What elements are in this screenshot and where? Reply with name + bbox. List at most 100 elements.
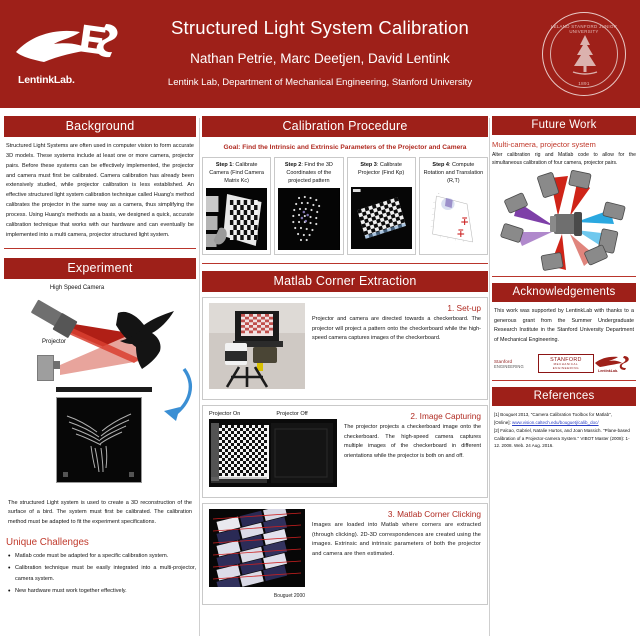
list-item: Matlab code must be adapted for a specif… [7, 550, 196, 563]
left-column: Background Structured Light Systems are … [4, 116, 196, 598]
projector-on-label: Projector On [209, 410, 241, 417]
experiment-diagram: High Speed Camera Projector [4, 282, 196, 421]
background-section: Background Structured Light Systems are … [4, 116, 196, 241]
reference-url-link[interactable]: www.vision.caltech.edu/bouguetj/calib_do… [512, 419, 599, 425]
corner-clicking-image [209, 504, 305, 593]
background-text: Structured Light Systems are often used … [6, 143, 194, 238]
author-list: Nathan Petrie, Marc Deetjen, David Lenti… [190, 50, 450, 66]
camera-label: High Speed Camera [49, 284, 105, 291]
corner-item-1-text: Projector and camera are directed toward… [312, 315, 481, 342]
experiment-section: Experiment High Speed Camera Projector [4, 257, 196, 598]
floor-bar [56, 386, 152, 392]
corner-item-2-heading: 2. Image Capturing [410, 410, 481, 421]
projector-icon [37, 354, 54, 381]
sponsor-logos: Stanford ENGINEERING STANFORD MECHANICAL… [494, 352, 634, 376]
step-4-card: Step 4: Compute Rotation and Translation… [418, 157, 488, 255]
point-cloud-render [278, 187, 340, 250]
tree-icon [572, 35, 598, 75]
lentinklab-logo: LentinkLab. [14, 22, 132, 88]
acknowledgements-text: This work was supported by LentinkLab wi… [494, 307, 634, 343]
step-1-image [206, 187, 268, 250]
camera-pose-plot: z [422, 187, 484, 250]
step-1-card: Step 1: Calibrate Camera (Find Camera Ma… [202, 157, 272, 255]
calibration-procedure-section: Calibration Procedure Goal: Find the Int… [202, 116, 488, 255]
seal-top-text: LELAND STANFORD JUNIOR UNIVERSITY [550, 24, 618, 34]
experiment-caption: The structured Light system is used to c… [8, 499, 192, 526]
references-section: References [1] Bouguet 2013, "Camera Cal… [492, 386, 636, 449]
multi-camera-rig-diagram [492, 169, 636, 274]
future-work-section: Future Work Multi-camera, projector syst… [492, 116, 636, 274]
divider [4, 247, 196, 249]
step-3-image [350, 187, 412, 249]
corner-extraction-section-title: Matlab Corner Extraction [202, 270, 488, 292]
reference-item-1: [1] Bouguet 2013, "Camera Calibration To… [494, 411, 612, 417]
step-2-image [278, 187, 340, 250]
setup-photo-image [209, 302, 305, 389]
bird-3d-reconstruction-image [56, 396, 142, 483]
reconstruction-render [63, 413, 134, 477]
reference-item-2: [2] Falcao, Gabriel, Natalie Hurtos, and… [494, 428, 630, 448]
experiment-section-title: Experiment [4, 257, 196, 279]
background-section-title: Background [4, 116, 196, 137]
step-3-title: Step 3: Calibrate Projector (Find Kp) [358, 162, 405, 176]
bird-silhouette-icon [116, 310, 174, 369]
seal-bottom-text: 1891 [578, 81, 590, 86]
svg-text:z: z [438, 193, 439, 195]
corner-extraction-item-3: Bouguet 2000 3. Matlab Corner Clicking I… [202, 502, 488, 605]
corner-clicking-montage: Bouguet 2000 [209, 504, 305, 599]
unique-challenges-list: Matlab code must be adapted for a specif… [4, 550, 196, 598]
future-work-text: Alter calibration rig and Matlab code to… [492, 152, 636, 167]
light-beams [60, 322, 142, 375]
lentinklab-logo-small: LentinkLab. [594, 355, 634, 373]
corner-extraction-item-2: Projector On Projector Off [202, 404, 488, 498]
step-2-title: Step 2: Find the 3D Coordinates of the p… [284, 162, 333, 184]
references-section-title: References [492, 386, 636, 406]
projector-on-off-image [209, 418, 337, 487]
divider [202, 262, 488, 264]
projector-lens-icon [53, 360, 60, 369]
calibration-steps-row: Step 1: Calibrate Camera (Find Camera Ma… [202, 157, 488, 255]
divider [492, 379, 636, 381]
stanford-engineering-logo: Stanford ENGINEERING [494, 358, 524, 369]
future-work-subtitle: Multi-camera, projector system [492, 140, 596, 149]
references-list: [1] Bouguet 2013, "Camera Calibration To… [494, 411, 634, 449]
lentinklab-bird-icon [16, 24, 118, 62]
affiliation: Lentink Lab, Department of Mechanical En… [167, 76, 473, 88]
divider [492, 275, 636, 277]
corner-item-3-text: Images are loaded into Matlab where corn… [312, 521, 481, 557]
corner-item-3-heading: 3. Matlab Corner Clicking [387, 508, 481, 519]
corner-extraction-section: Matlab Corner Extraction [202, 270, 488, 605]
projector-label: Projector [41, 338, 66, 345]
list-item: Calibration technique must be easily int… [7, 562, 196, 585]
step-2-card: Step 2: Find the 3D Coordinates of the p… [274, 157, 344, 255]
rig-illustration [500, 169, 626, 271]
corner-item-2-text: The projector projects a checkerboard im… [344, 423, 481, 459]
stanford-seal-logo: LELAND STANFORD JUNIOR UNIVERSITY 1891 [542, 12, 626, 96]
acknowledgements-section-title: Acknowledgements [492, 282, 636, 302]
projector-on-off-photo: Projector On Projector Off [209, 411, 337, 492]
calibration-section-title: Calibration Procedure [202, 116, 488, 137]
corner-extraction-item-1: 1. Set-up Projector and camera are direc… [202, 296, 488, 400]
right-column: Future Work Multi-camera, projector syst… [492, 116, 636, 450]
reconstruction-figure [4, 395, 196, 495]
calibration-goal: Goal: Find the Intrinsic and Extrinsic P… [223, 144, 467, 151]
lentinklab-bird-icon-small [595, 355, 629, 370]
middle-column: Calibration Procedure Goal: Find the Int… [202, 116, 488, 605]
stanford-mechanical-engineering-logo: STANFORD MECHANICAL ENGINEERING [537, 354, 594, 374]
reference-item-1-url-line: [Online]: www.vision.caltech.edu/bouguet… [494, 419, 599, 425]
unique-challenges-title: Unique Challenges [6, 537, 89, 549]
step-1-title: Step 1: Calibrate Camera (Find Camera Ma… [209, 162, 264, 184]
step-3-card: Step 3: Calibrate Projector (Find Kp) [346, 157, 416, 255]
checkerboard-photo [206, 187, 268, 250]
setup-photo [209, 302, 305, 394]
acknowledgements-section: Acknowledgements This work was supported… [492, 282, 636, 376]
list-item: New hardware must work together effectiv… [7, 585, 196, 598]
flow-arrow-icon [164, 367, 193, 421]
projector-off-label: Projector Off [276, 410, 308, 417]
step-4-title: Step 4: Compute Rotation and Translation… [423, 162, 484, 184]
projected-checkerboard-render [350, 187, 412, 249]
lentinklab-wordmark: LentinkLab. [18, 74, 75, 86]
step-4-image: z [422, 187, 484, 250]
poster-header: LentinkLab. Structured Light System Cali… [0, 0, 640, 108]
